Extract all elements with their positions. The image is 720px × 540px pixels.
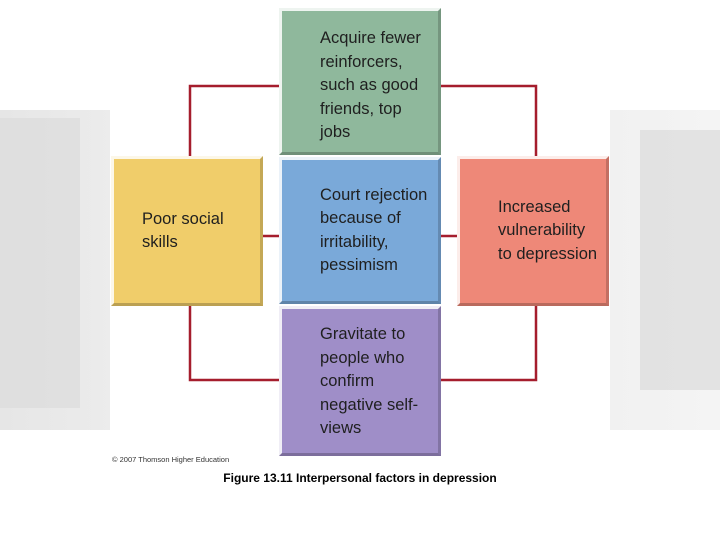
connector-left-to-top-inner <box>191 87 300 156</box>
box-poor-social-skills: Poor social skills <box>111 156 263 306</box>
background-shape-right <box>640 130 720 390</box>
box-increased-vulnerability: Increased vulnerability to depression <box>457 156 609 306</box>
box-right-text: Increased vulnerability to depression <box>498 197 598 263</box>
connector-left-to-bottom <box>188 306 300 382</box>
background-shape-left <box>0 118 80 408</box>
connector-top-to-right <box>441 84 538 175</box>
connector-bottom-to-right <box>441 288 538 382</box>
figure-caption: Figure 13.11 Interpersonal factors in de… <box>223 471 497 485</box>
box-acquire-fewer-reinforcers: Acquire fewer reinforcers, such as good … <box>279 8 441 155</box>
copyright-notice: © 2007 Thomson Higher Education <box>112 455 230 464</box>
box-left-text: Poor social skills <box>142 209 224 252</box>
connector-left-to-top <box>188 84 300 156</box>
box-gravitate-to-people: Gravitate to people who confirm negative… <box>279 306 441 456</box>
box-court-rejection: Court rejection because of irritability,… <box>279 157 441 304</box>
box-middle-text: Court rejection because of irritability,… <box>320 185 428 275</box>
box-top-text: Acquire fewer reinforcers, such as good … <box>320 29 421 141</box>
box-bottom-text: Gravitate to people who confirm negative… <box>320 325 419 437</box>
